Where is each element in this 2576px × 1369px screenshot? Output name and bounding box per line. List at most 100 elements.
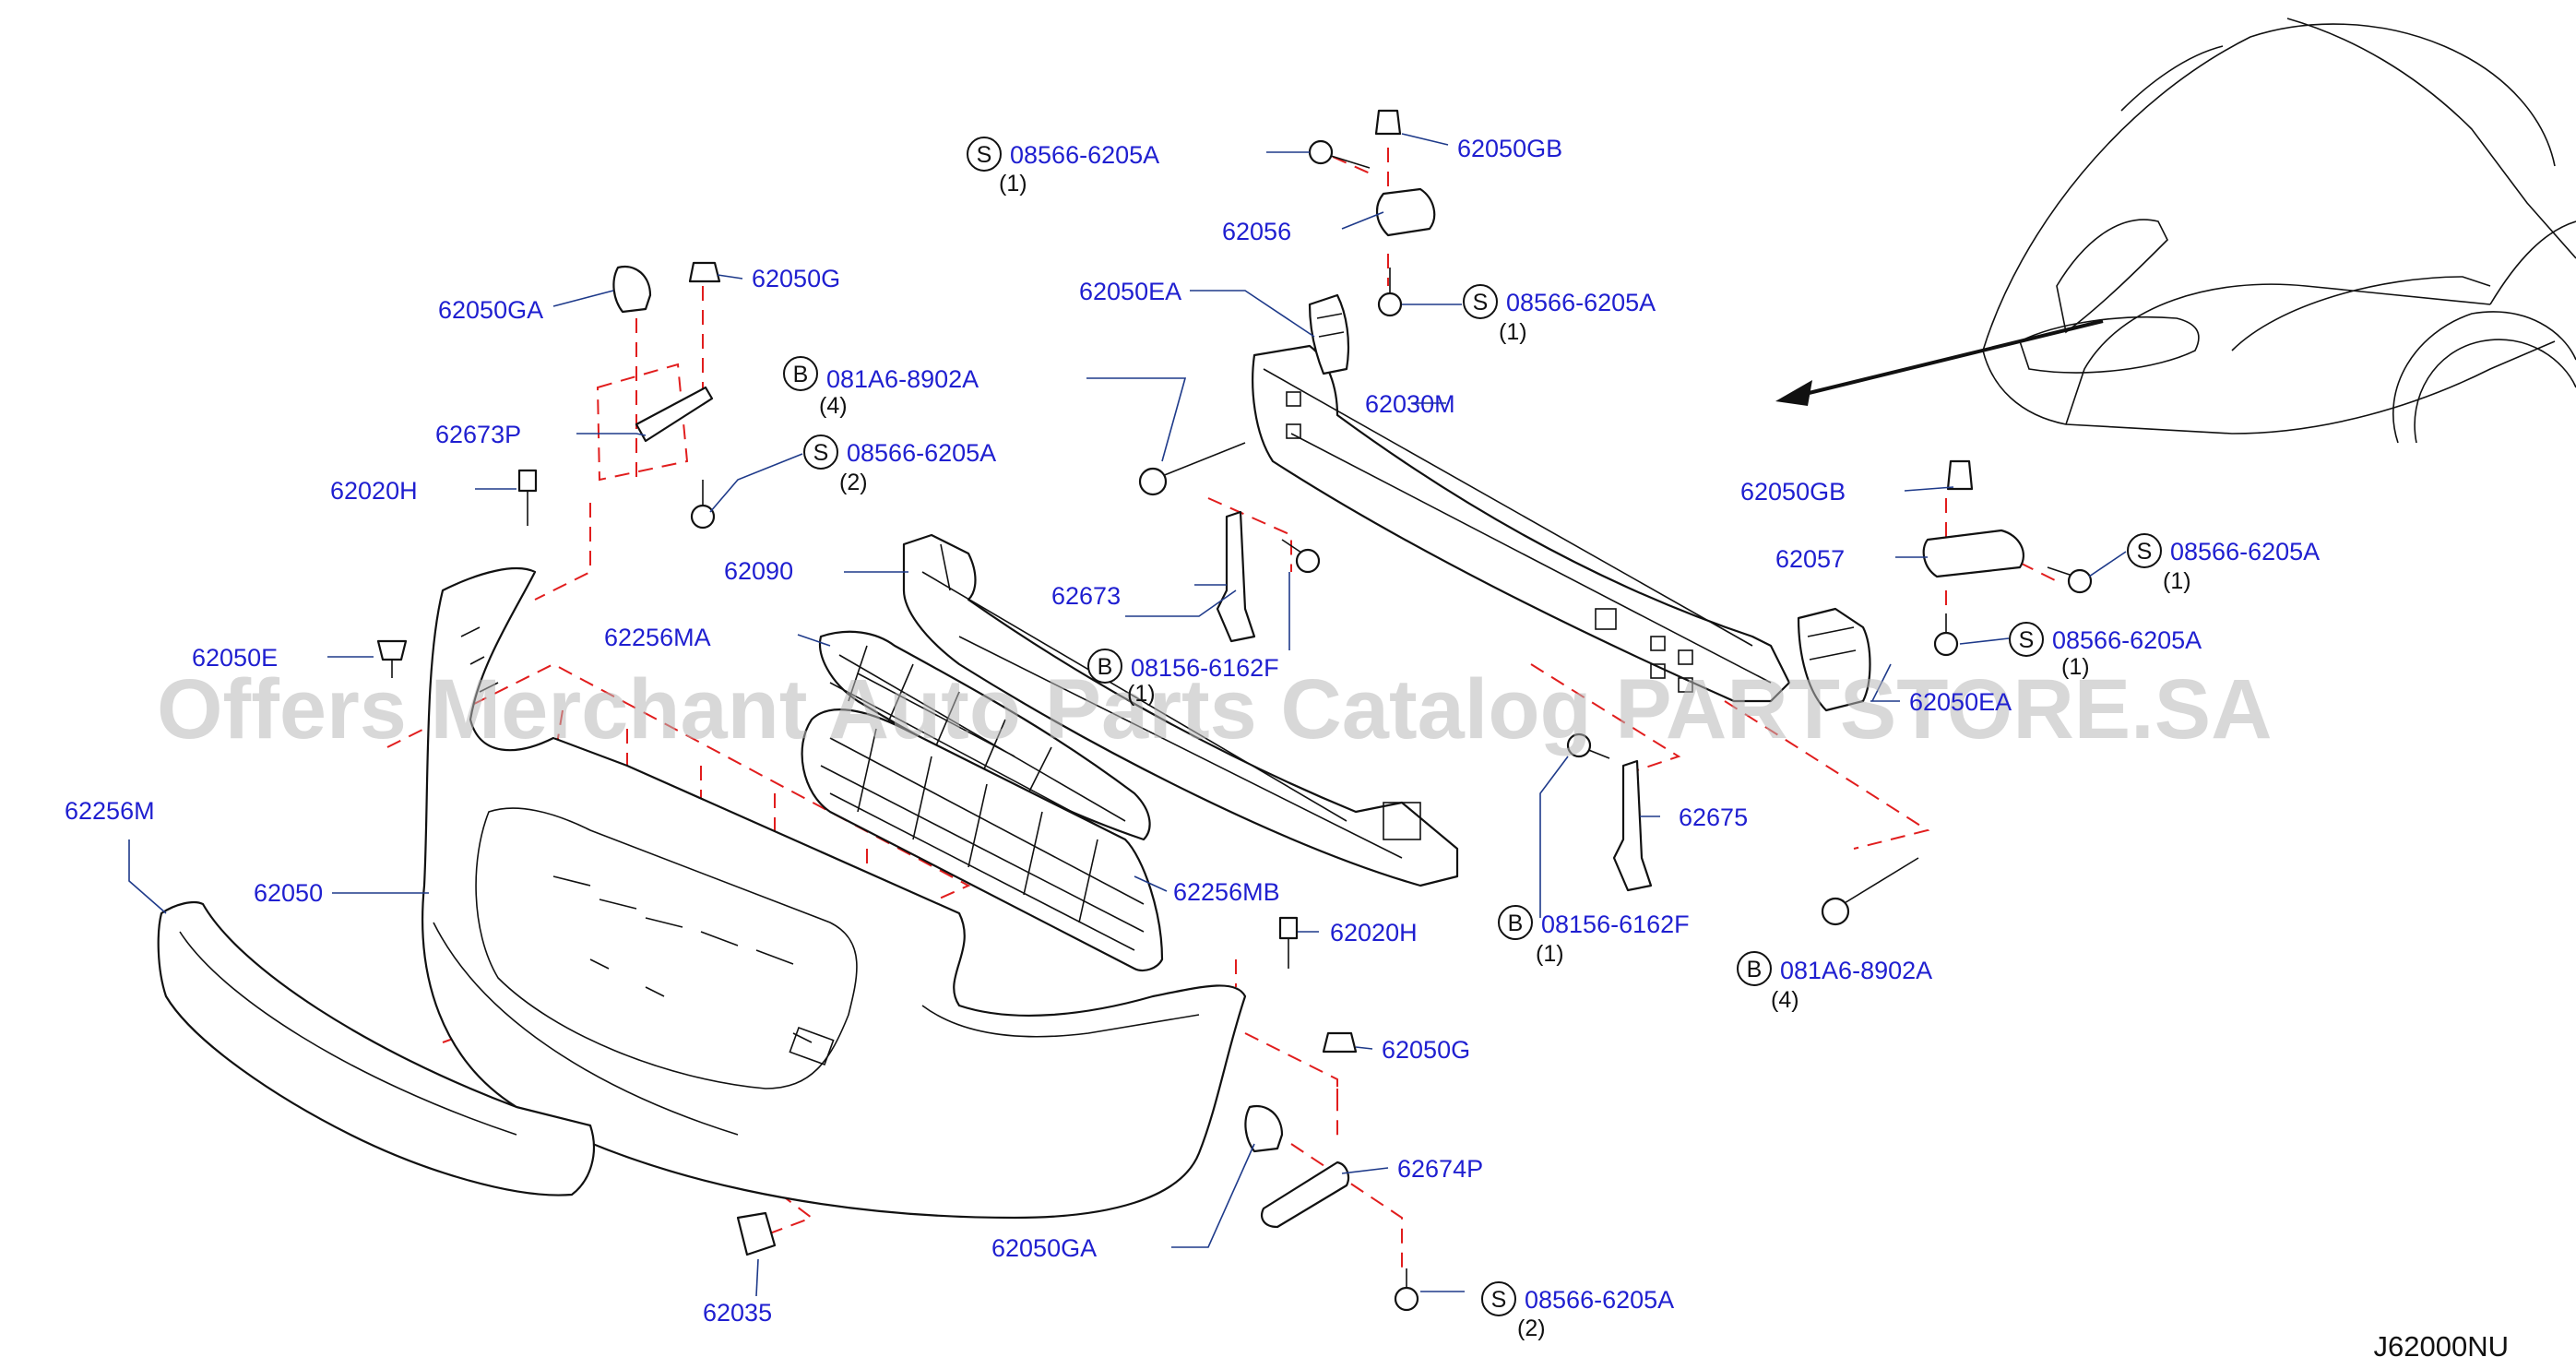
bracket-62673[interactable] <box>1216 510 1256 643</box>
label-62090[interactable]: 62090 <box>724 557 793 585</box>
watermark: Offers Merchant Auto Parts Catalog PARTS… <box>157 662 2273 756</box>
bolt-s4[interactable] <box>2047 566 2093 594</box>
fastener-s3[interactable]: S 08566-6205A (2) <box>803 435 996 495</box>
rivet-62020H-left[interactable] <box>517 469 538 526</box>
fastener-b4[interactable]: B 081A6-8902A (4) <box>1737 951 1932 1013</box>
label-62673[interactable]: 62673 <box>1051 582 1121 610</box>
fastener-type: S <box>2137 539 2153 565</box>
bolt-b4[interactable] <box>1821 857 1919 926</box>
fastener-quantity: (1) <box>999 171 1027 196</box>
label-62674P[interactable]: 62674P <box>1397 1155 1483 1183</box>
clip-62050G-bottom[interactable] <box>1322 1031 1358 1054</box>
label-62030M[interactable]: 62030M <box>1365 390 1455 418</box>
label-62673P[interactable]: 62673P <box>435 421 521 448</box>
clip-62050GB-top[interactable] <box>1374 109 1402 136</box>
fastener-s5[interactable]: S 08566-6205A (1) <box>2009 622 2202 680</box>
upper-grille-mesh-62256MA[interactable] <box>818 630 1151 841</box>
fastener-callouts: S 08566-6205A (1) S 08566-6205A (1) B 08… <box>783 137 2320 1341</box>
clip-62050G-top[interactable] <box>688 261 721 283</box>
part-labels: 62050GB 62056 62050EA 62050G 62050GA 620… <box>65 135 2012 1327</box>
fastener-quantity: (4) <box>819 393 848 419</box>
fastener-s2[interactable]: S 08566-6205A (1) <box>1463 284 1656 345</box>
label-62050G-top[interactable]: 62050G <box>752 265 840 292</box>
fastener-quantity: (2) <box>1517 1315 1546 1341</box>
label-62050E[interactable]: 62050E <box>192 644 278 672</box>
diagram-code: J62000NU <box>2374 1330 2509 1363</box>
label-62256M[interactable]: 62256M <box>65 797 155 825</box>
fastener-s4[interactable]: S 08566-6205A (1) <box>2127 533 2320 594</box>
bracket-62050EA[interactable] <box>1308 293 1350 375</box>
side-bracket-62673P[interactable] <box>635 386 714 443</box>
label-62050EA-right[interactable]: 62050EA <box>1909 688 2012 716</box>
clip-62050E[interactable] <box>376 639 408 678</box>
side-bracket-62674P[interactable] <box>1261 1161 1350 1229</box>
fastener-part-number: 08566-6205A <box>2052 626 2202 654</box>
front-bumper-fascia-62050[interactable] <box>421 566 1247 1220</box>
car-reference-illustration <box>1775 18 2576 444</box>
lower-lip-spoiler-62256M[interactable] <box>157 900 595 1196</box>
fastener-type: B <box>1747 957 1763 982</box>
fastener-b1[interactable]: B 081A6-8902A (4) <box>783 356 979 419</box>
label-62020H-left[interactable]: 62020H <box>330 477 418 505</box>
bolt-b3[interactable] <box>1566 732 1610 759</box>
label-62050GB-right[interactable]: 62050GB <box>1740 478 1846 506</box>
label-62256MB[interactable]: 62256MB <box>1173 878 1280 906</box>
fastener-part-number: 08566-6205A <box>1525 1286 1674 1314</box>
label-62035[interactable]: 62035 <box>703 1299 772 1327</box>
fastener-quantity: (2) <box>839 470 868 495</box>
bumper-reinforcement-62030M[interactable] <box>1252 344 1791 703</box>
fastener-type: S <box>977 142 992 168</box>
label-62256MA[interactable]: 62256MA <box>604 624 711 651</box>
tow-hook-cover-62035[interactable] <box>736 1211 777 1256</box>
energy-absorber-62090[interactable] <box>902 533 1459 887</box>
fastener-type: S <box>2019 627 2035 653</box>
fastener-part-number: 081A6-8902A <box>826 365 979 393</box>
lower-grille-mesh-62256MB[interactable] <box>801 708 1164 972</box>
label-62057[interactable]: 62057 <box>1775 545 1845 573</box>
fastener-s6[interactable]: S 08566-6205A (2) <box>1481 1281 1674 1341</box>
fastener-b2[interactable]: B 08156-6162F (1) <box>1087 649 1279 707</box>
bolt-s5[interactable] <box>1933 613 1959 657</box>
label-62050[interactable]: 62050 <box>254 879 323 907</box>
label-62050GA-top[interactable]: 62050GA <box>438 296 543 324</box>
fastener-part-number: 081A6-8902A <box>1780 957 1932 984</box>
bolt-b2[interactable] <box>1281 539 1321 574</box>
bolt-b1[interactable] <box>1138 442 1246 496</box>
label-62675[interactable]: 62675 <box>1679 804 1748 831</box>
fastener-s1[interactable]: S 08566-6205A (1) <box>967 137 1159 196</box>
bolt-s1[interactable] <box>1308 139 1371 169</box>
fastener-part-number: 08156-6162F <box>1541 911 1690 938</box>
fastener-type: S <box>1491 1287 1507 1313</box>
fastener-quantity: (1) <box>1536 941 1564 967</box>
fastener-type: B <box>793 362 809 387</box>
label-62050G-bottom[interactable]: 62050G <box>1382 1036 1470 1064</box>
label-62056[interactable]: 62056 <box>1222 218 1291 245</box>
fastener-part-number: 08566-6205A <box>1506 289 1656 316</box>
fastener-quantity: (1) <box>2061 654 2090 680</box>
label-62050GB-top[interactable]: 62050GB <box>1457 135 1562 162</box>
bracket-62056[interactable] <box>1376 187 1436 237</box>
fastener-quantity: (1) <box>1127 681 1156 707</box>
label-62050GA-bottom[interactable]: 62050GA <box>991 1234 1097 1262</box>
fastener-type: B <box>1098 654 1113 680</box>
rivet-62020H-mid[interactable] <box>1278 916 1299 969</box>
bolt-s2[interactable] <box>1377 268 1403 317</box>
bracket-62050EA-right[interactable] <box>1797 607 1871 712</box>
bracket-62675[interactable] <box>1612 759 1653 892</box>
leader-lines <box>128 133 2127 1297</box>
bolt-s3[interactable] <box>690 480 716 530</box>
fastener-b3[interactable]: B 08156-6162F (1) <box>1498 905 1690 967</box>
fastener-quantity: (1) <box>2163 568 2191 594</box>
clip-62050GA-top[interactable] <box>612 265 652 314</box>
fastener-type: S <box>813 440 829 466</box>
fastener-type: S <box>1473 290 1489 315</box>
clip-62050GA-bottom[interactable] <box>1244 1104 1284 1153</box>
clip-62050GB-right[interactable] <box>1946 459 1974 491</box>
label-62050EA[interactable]: 62050EA <box>1079 278 1181 305</box>
bolt-s6[interactable] <box>1394 1268 1419 1312</box>
label-62020H-mid[interactable]: 62020H <box>1330 919 1418 946</box>
bracket-62057[interactable] <box>1922 529 2025 578</box>
fastener-part-number: 08566-6205A <box>2170 538 2320 565</box>
